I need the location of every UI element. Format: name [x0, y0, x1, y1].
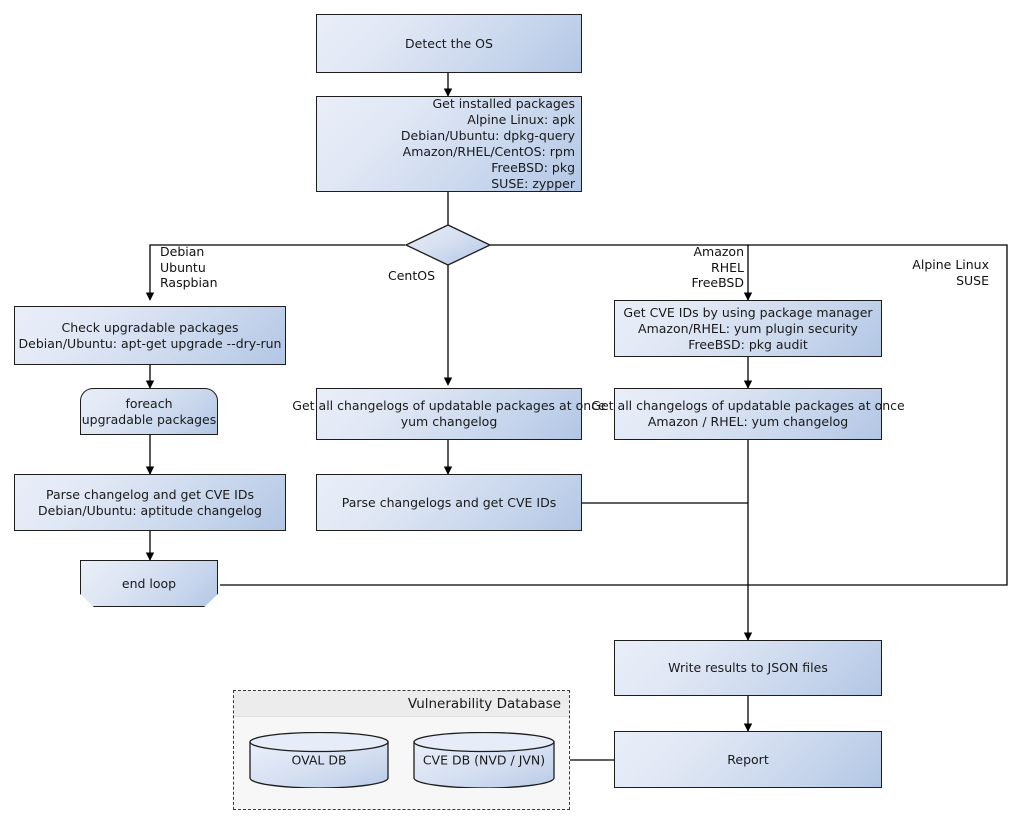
cylinder-shape-cve: [413, 731, 555, 789]
database-oval-db[interactable]: OVAL DB: [249, 731, 389, 789]
node-parse-changelog-left-label: Parse changelog and get CVE IDs Debian/U…: [38, 486, 262, 518]
edge-decision-debian: [145, 244, 405, 301]
node-parse-changelogs-center-label: Parse changelogs and get CVE IDs: [341, 494, 557, 510]
edge-label-centos: CentOS: [388, 268, 436, 283]
edge-decision-alpine: [748, 244, 1008, 586]
node-changelogs-rhel[interactable]: Get all changelogs of updatable packages…: [591, 388, 905, 440]
node-report-label: Report: [727, 751, 769, 767]
node-changelogs-centos-label: Get all changelogs of updatable packages…: [292, 398, 606, 429]
node-check-upgradable-label: Check upgradable packages Debian/Ubuntu:…: [18, 319, 282, 351]
cylinder-shape-oval: [249, 731, 389, 789]
edge-label-amazon: Amazon RHEL FreeBSD: [691, 244, 744, 290]
node-check-upgradable[interactable]: Check upgradable packages Debian/Ubuntu:…: [14, 306, 286, 365]
node-detect-os-label: Detect the OS: [405, 35, 493, 51]
vulnerability-database-title: Vulnerability Database: [234, 691, 569, 717]
node-end-loop[interactable]: end loop: [80, 560, 218, 607]
node-cve-ids-package-manager-label: Get CVE IDs by using package manager Ama…: [623, 304, 873, 352]
node-foreach-label: foreach upgradable packages: [81, 395, 217, 427]
node-os-decision[interactable]: [404, 224, 492, 266]
diamond-shape: [404, 224, 492, 266]
edge-label-alpine: Alpine Linux SUSE: [912, 257, 989, 288]
node-write-results-label: Write results to JSON files: [668, 660, 828, 675]
node-write-results[interactable]: Write results to JSON files: [614, 640, 882, 696]
node-foreach-loop-start[interactable]: foreach upgradable packages: [80, 388, 218, 435]
node-changelogs-centos[interactable]: Get all changelogs of updatable packages…: [292, 388, 606, 440]
database-cve-db[interactable]: CVE DB (NVD / JVN): [413, 731, 555, 789]
node-cve-ids-package-manager[interactable]: Get CVE IDs by using package manager Ama…: [614, 300, 882, 357]
edge-label-debian: Debian Ubuntu Raspbian: [160, 244, 218, 290]
node-get-installed-packages[interactable]: Get installed packages Alpine Linux: apk…: [316, 96, 582, 192]
node-parse-changelog-left[interactable]: Parse changelog and get CVE IDs Debian/U…: [14, 474, 286, 531]
node-detect-os[interactable]: Detect the OS: [316, 14, 582, 73]
node-parse-changelogs-center[interactable]: Parse changelogs and get CVE IDs: [316, 474, 582, 531]
node-get-installed-packages-label: Get installed packages Alpine Linux: apk…: [400, 96, 575, 191]
node-report[interactable]: Report: [614, 731, 882, 788]
node-end-loop-label: end loop: [121, 575, 177, 591]
node-changelogs-rhel-label: Get all changelogs of updatable packages…: [591, 398, 905, 429]
